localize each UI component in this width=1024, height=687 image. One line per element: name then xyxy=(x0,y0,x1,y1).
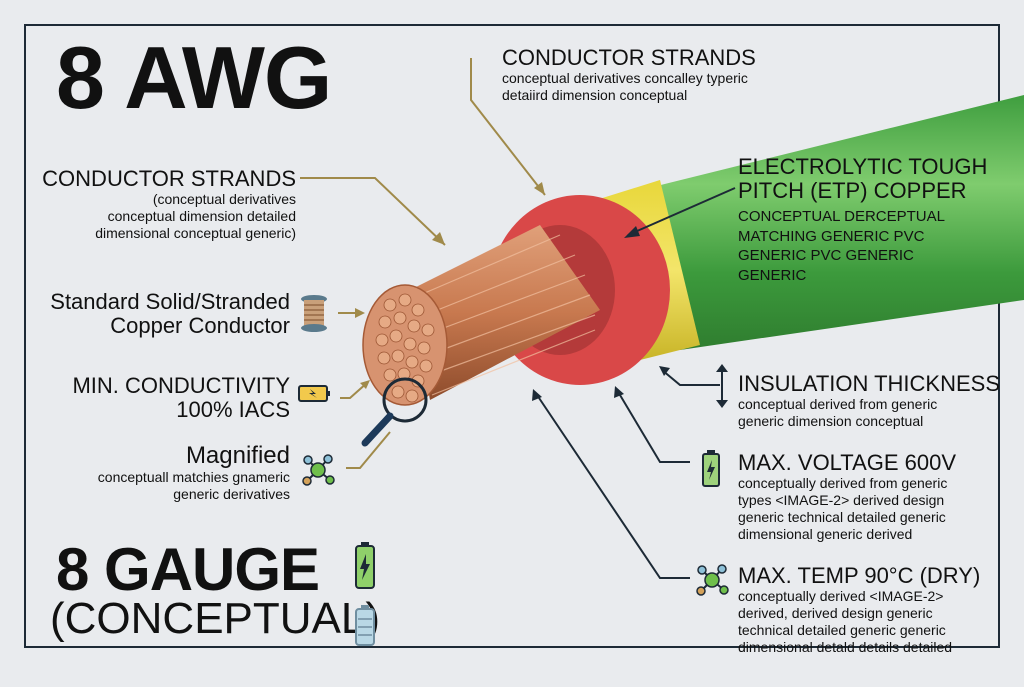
green-jacket xyxy=(600,95,1024,350)
callout-line: generic technical detailed generic xyxy=(738,508,946,525)
callout-line: generic dimension conceptual xyxy=(738,412,924,429)
callout-line: CONCEPTUAL DERCEPTUAL xyxy=(738,208,945,226)
page-title: 8 AWG xyxy=(56,28,332,127)
diagram-frame xyxy=(24,24,1000,648)
molecule-icon xyxy=(302,454,335,486)
magnifier-icon xyxy=(361,377,428,447)
callout-heading: Standard Solid/Stranded xyxy=(50,289,290,314)
callout-left-conductor-strands: CONDUCTOR STRANDS (conceptual derivative… xyxy=(40,166,296,242)
callout-heading: MAX. TEMP 90°C (DRY) xyxy=(738,563,981,588)
callout-line: generic derivatives xyxy=(173,486,290,503)
callout-line: conceptuall matchies gnameric xyxy=(97,469,290,486)
callout-magnified: Magnified conceptuall matchies gnameric … xyxy=(20,442,290,503)
callout-heading: INSULATION THICKNESS xyxy=(738,371,1001,396)
callout-line: dimensional generic derived xyxy=(738,525,913,542)
callout-line: detaiird dimension conceptual xyxy=(502,86,688,103)
callout-heading: Magnified xyxy=(185,442,290,469)
callout-heading: ELECTROLYTIC TOUGH xyxy=(738,154,988,179)
callout-max-voltage: MAX. VOLTAGE 600V conceptually derived f… xyxy=(738,450,957,542)
callout-line: dimensional detald details detailed xyxy=(738,638,953,655)
gauge-subtitle: (CONCEPTUAL) xyxy=(50,594,381,643)
callout-line: conceptual derived from generic xyxy=(738,396,938,413)
vertical-double-arrow-icon xyxy=(716,364,728,408)
callout-heading: Copper Conductor xyxy=(110,313,290,339)
callout-heading: MIN. CONDUCTIVITY xyxy=(72,373,290,398)
callout-line: types <IMAGE-2> derived design xyxy=(738,491,945,508)
callout-max-temp: MAX. TEMP 90°C (DRY) conceptually derive… xyxy=(738,563,981,655)
callout-insulation-thickness: INSULATION THICKNESS conceptual derived … xyxy=(738,371,1001,430)
callout-line: (conceptual derivatives xyxy=(152,191,296,208)
callout-heading: PITCH (ETP) COPPER xyxy=(738,178,967,204)
battery-icon xyxy=(702,450,720,487)
battery-charged-icon xyxy=(355,542,375,589)
callout-heading: CONDUCTOR STRANDS xyxy=(42,166,296,191)
callout-heading: 100% IACS xyxy=(176,397,290,423)
callout-line: dimensional conceptual generic) xyxy=(95,224,296,241)
callout-line: GENERIC xyxy=(738,266,807,284)
callout-min-conductivity: MIN. CONDUCTIVITY 100% IACS xyxy=(20,373,290,423)
callout-line: derived, derived design generic xyxy=(738,604,933,621)
molecule-icon xyxy=(696,564,729,596)
copper-strands xyxy=(410,225,600,400)
callout-line: technical detailed generic generic xyxy=(738,621,946,638)
callout-etp-copper: ELECTROLYTIC TOUGH PITCH (ETP) COPPER CO… xyxy=(738,154,988,285)
battery-charging-icon xyxy=(298,385,330,402)
callout-line: conceptually derived from generic xyxy=(738,475,948,492)
callout-line: conceptual derivatives concalley typeric xyxy=(502,70,748,87)
callout-standard-conductor: Standard Solid/Stranded Copper Conductor xyxy=(20,289,290,339)
callout-line: GENERIC PVC GENERIC xyxy=(738,247,914,265)
callout-line: MATCHING GENERIC PVC xyxy=(738,227,925,245)
gauge-title: 8 GAUGE xyxy=(56,536,320,603)
callout-heading: CONDUCTOR STRANDS xyxy=(502,45,756,70)
callout-top-conductor-strands: CONDUCTOR STRANDS conceptual derivatives… xyxy=(502,45,756,104)
battery-empty-icon xyxy=(355,605,375,646)
callout-line: conceptually derived <IMAGE-2> xyxy=(738,588,944,605)
spool-icon xyxy=(301,295,327,332)
callout-heading: MAX. VOLTAGE 600V xyxy=(738,450,957,475)
callout-line: conceptual dimension detailed xyxy=(107,207,296,224)
